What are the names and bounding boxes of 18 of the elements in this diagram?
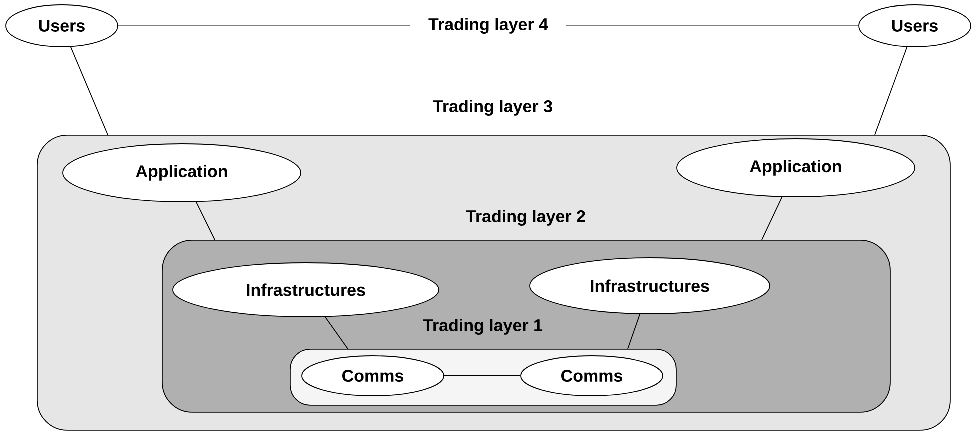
ellipse-node: Comms bbox=[520, 356, 664, 396]
ellipse-node: Users bbox=[6, 4, 118, 48]
ellipse-node: Infrastructures bbox=[530, 258, 770, 314]
layer-heading: Trading layer 1 bbox=[423, 319, 543, 335]
connector-line bbox=[196, 202, 216, 240]
connector-line bbox=[70, 46, 108, 136]
connector-line bbox=[324, 316, 348, 350]
layer-heading: Trading layer 2 bbox=[466, 210, 586, 226]
ellipse-node: Application bbox=[62, 144, 302, 202]
layer-heading: Trading layer 3 bbox=[433, 100, 552, 116]
ellipse-node: Infrastructures bbox=[172, 262, 440, 318]
ellipse-node: Users bbox=[858, 4, 972, 48]
ellipse-node: Comms bbox=[302, 356, 444, 396]
edge-label: Trading layer 4 bbox=[410, 16, 566, 36]
connector-line bbox=[762, 196, 783, 240]
connector-line bbox=[628, 314, 641, 350]
connector-line bbox=[874, 46, 908, 136]
ellipse-node: Application bbox=[676, 138, 916, 198]
